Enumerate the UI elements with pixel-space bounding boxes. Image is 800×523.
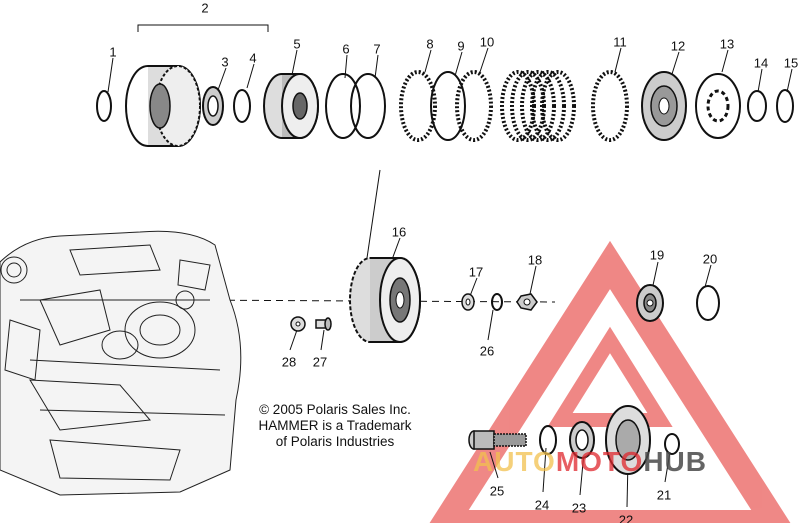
part-12-pressure-plate [641,71,687,141]
callout-15: 15 [784,56,798,71]
part-6-steel-plate [325,73,361,139]
callout-25: 25 [490,484,504,499]
callout-27: 27 [313,355,327,370]
callout-21: 21 [657,488,671,503]
callout-26: 26 [480,344,494,359]
part-19-drive-sprocket [636,284,664,322]
part-22-cover-plate [605,405,651,475]
part-13-spring-plate [695,73,741,139]
part-20-snap-ring [696,285,720,321]
part-2-clutch-basket [125,65,201,147]
copyright-line-2: HAMMER is a Trademark [258,418,412,433]
part-28-washer [290,316,306,332]
callout-3: 3 [221,55,228,70]
part-1-snap-ring [96,90,112,122]
part-7-steel-plate [350,73,386,139]
callout-20: 20 [703,252,717,267]
watermark-text-auto: AUTO [473,446,556,477]
part-14-washer [747,90,767,122]
callout-5: 5 [293,37,300,52]
watermark-logo: AUTOMOTOHUB [473,446,707,478]
part-27-bolt [315,317,332,331]
callout-17: 17 [469,265,483,280]
part-3-bearing [202,86,224,126]
callout-18: 18 [528,253,542,268]
part-10-friction-plate [455,70,493,142]
part-17-washer [461,293,475,311]
callout-12: 12 [671,39,685,54]
callout-4: 4 [249,51,256,66]
part-9-steel-plate [430,71,466,141]
copyright-line-1: © 2005 Polaris Sales Inc. [259,402,411,417]
part-23-bearing [569,421,595,459]
callout-13: 13 [720,37,734,52]
clutch-plate-stack [500,70,576,142]
part-15-snap-ring [776,89,794,123]
copyright-line-3: of Polaris Industries [275,434,395,449]
callout-8: 8 [426,37,433,52]
group-bracket [137,24,269,32]
callout-1: 1 [109,45,116,60]
callout-28: 28 [282,355,296,370]
callout-19: 19 [650,248,664,263]
part-5-clutch-hub [263,73,319,139]
part-26-lock-washer [491,293,503,311]
callout-11: 11 [613,35,627,50]
callout-10: 10 [480,35,494,50]
copyright-notice: © 2005 Polaris Sales Inc. HAMMER is a Tr… [235,402,435,450]
callout-14: 14 [754,56,768,71]
callout-23: 23 [572,501,586,516]
part-18-nut [516,293,538,311]
engine-case-sketch [0,230,242,496]
part-11-friction-plate [591,70,629,142]
part-21-o-ring [664,433,680,455]
watermark-text-moto: MOTO [555,446,644,477]
watermark-text-hub: HUB [643,446,707,477]
callout-22: 22 [619,513,633,523]
callout-7: 7 [373,42,380,57]
callout-9: 9 [457,39,464,54]
callout-24: 24 [535,498,549,513]
callout-6: 6 [342,42,349,57]
callout-2: 2 [201,1,208,16]
callout-16: 16 [392,225,406,240]
part-4-snap-ring [233,89,251,123]
part-24-snap-ring [539,425,557,455]
part-16-clutch-drum [349,257,421,343]
part-25-shaft [468,430,527,450]
part-8-friction-plate [399,70,437,142]
